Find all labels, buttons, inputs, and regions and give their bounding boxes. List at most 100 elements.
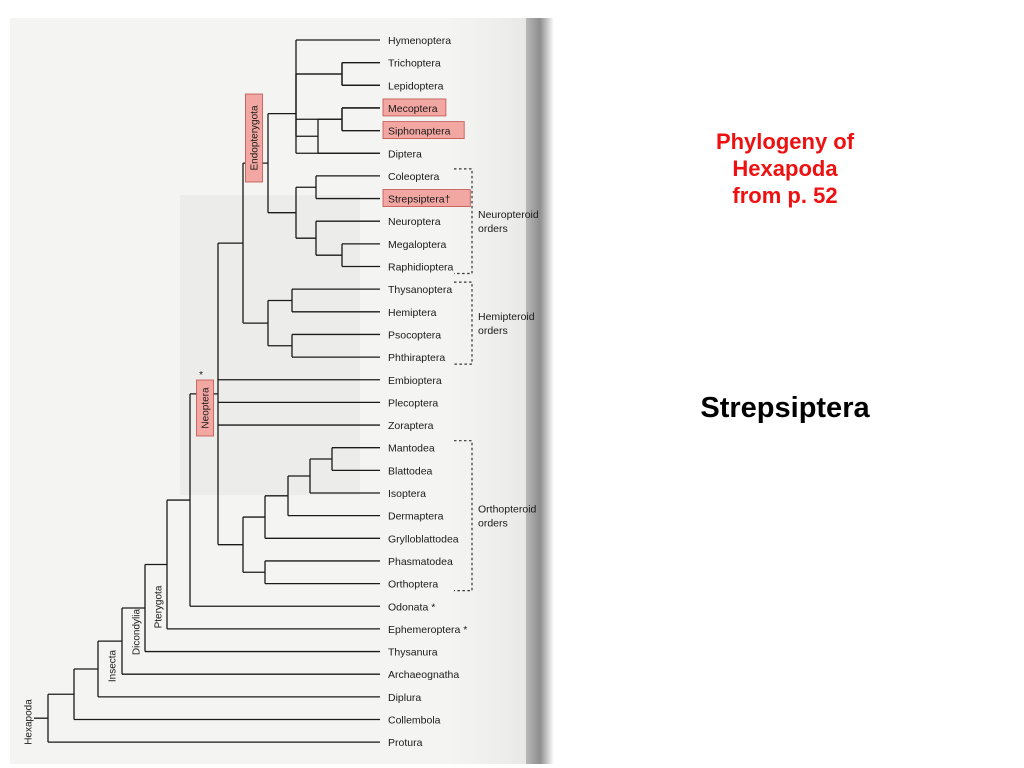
taxon-label: Blattodea	[388, 465, 433, 477]
clade-label: Dicondylia	[132, 608, 143, 655]
taxon-label: Grylloblattodea	[388, 533, 459, 545]
taxon-label: Phthiraptera	[388, 352, 445, 364]
taxon-label: Mecoptera	[382, 98, 447, 117]
group-label: Orthopteroid	[478, 504, 537, 516]
taxon-label: Thysanura	[388, 647, 438, 659]
taxon-name: Megaloptera	[388, 239, 447, 251]
taxon-name: Thysanura	[388, 647, 438, 659]
taxon-name: Orthoptera	[388, 579, 438, 591]
title-line: from p. 52	[732, 183, 838, 208]
title-line: Phylogeny of	[715, 129, 855, 154]
slide-title: Phylogeny of Hexapoda from p. 52	[640, 128, 930, 209]
clade-name: Insecta	[108, 649, 119, 682]
clade-name: Endopterygota	[250, 105, 261, 170]
clade-box	[245, 93, 263, 183]
taxon-label: Hymenoptera	[388, 35, 451, 47]
clade-mark: *	[199, 369, 203, 381]
page-bleed-shadow	[180, 195, 360, 495]
taxon-label: Isoptera	[388, 488, 426, 500]
page-shading	[400, 18, 538, 764]
taxon-label: Mantodea	[388, 443, 435, 455]
taxon-label: Orthoptera	[388, 579, 438, 591]
title-line: Hexapoda	[732, 156, 838, 181]
taxon-name: Hymenoptera	[388, 35, 451, 47]
clade-label: Endopterygota	[245, 93, 263, 183]
clade-name: Hexapoda	[24, 699, 35, 745]
clade-name: Pterygota	[154, 585, 165, 628]
taxon-name: Ephemeroptera *	[388, 624, 467, 636]
taxon-label: Trichoptera	[388, 58, 441, 70]
clade-label: Hexapoda	[24, 699, 35, 745]
highlight-box	[382, 189, 471, 207]
taxon-name: Protura	[388, 737, 423, 749]
taxon-name: Isoptera	[388, 488, 426, 500]
group-label: orders	[478, 518, 508, 530]
taxon-name: Coleoptera	[388, 171, 440, 183]
taxon-label: Thysanoptera	[388, 284, 452, 296]
page-binding-edge	[526, 18, 554, 764]
taxon-label: Siphonaptera	[382, 121, 465, 139]
taxon-name: Grylloblattodea	[388, 533, 459, 545]
taxon-name: Blattodea	[388, 465, 433, 477]
taxon-label: Coleoptera	[388, 171, 440, 183]
taxon-name: Hemiptera	[388, 307, 437, 319]
clade-name: Neoptera	[201, 387, 212, 429]
taxon-label: Psocoptera	[388, 329, 441, 341]
taxon-label: Lepidoptera	[388, 80, 444, 92]
taxon-label: Zoraptera	[388, 420, 434, 432]
taxon-name: Thysanoptera	[388, 284, 452, 296]
taxon-name: Mantodea	[388, 443, 435, 455]
taxon-label: Diplura	[388, 692, 421, 704]
group-label: Hemipteroid	[478, 311, 535, 323]
taxon-label: Embioptera	[388, 375, 442, 387]
clade-label: Insecta	[108, 649, 119, 682]
slide-subject: Strepsiptera	[700, 392, 870, 424]
group-label: orders	[478, 325, 508, 337]
taxon-name: Archaeognatha	[388, 669, 459, 681]
taxon-name: Neuroptera	[388, 216, 441, 228]
group-bracket	[454, 168, 473, 275]
taxon-name: Diptera	[388, 148, 422, 160]
taxon-label: Phasmatodea	[388, 556, 453, 568]
taxon-name: Strepsiptera†	[388, 194, 451, 206]
taxon-label: Hemiptera	[388, 307, 437, 319]
group-bracket	[454, 440, 473, 592]
taxon-label: Protura	[388, 737, 423, 749]
taxon-label: Archaeognatha	[388, 669, 459, 681]
clade-label: Pterygota	[154, 585, 165, 628]
clade-box	[196, 379, 214, 437]
group-label: Neuropteroid	[478, 209, 539, 221]
taxon-name: Embioptera	[388, 375, 442, 387]
highlight-box	[382, 121, 465, 139]
taxon-label: Plecoptera	[388, 397, 438, 409]
taxon-label: Ephemeroptera *	[388, 624, 467, 636]
taxon-name: Phasmatodea	[388, 556, 453, 568]
taxon-label: Neuroptera	[388, 216, 441, 228]
taxon-name: Odonata *	[388, 601, 435, 613]
taxon-name: Lepidoptera	[388, 80, 444, 92]
taxon-label: Diptera	[388, 148, 422, 160]
taxon-name: Psocoptera	[388, 329, 441, 341]
taxon-label: Odonata *	[388, 601, 435, 613]
taxon-labels: HymenopteraTrichopteraLepidopteraMecopte…	[24, 35, 539, 749]
taxon-name: Raphidioptera	[388, 262, 454, 274]
group-label: orders	[478, 223, 508, 235]
taxon-label: Strepsiptera†	[382, 189, 471, 207]
taxon-name: Zoraptera	[388, 420, 434, 432]
taxon-name: Mecoptera	[388, 103, 438, 115]
clade-name: Dicondylia	[132, 608, 143, 655]
taxon-name: Collembola	[388, 715, 441, 727]
taxon-name: Trichoptera	[388, 58, 441, 70]
taxon-name: Siphonaptera	[388, 126, 451, 138]
taxon-name: Phthiraptera	[388, 352, 445, 364]
taxon-label: Raphidioptera	[388, 262, 454, 274]
taxon-label: Megaloptera	[388, 239, 447, 251]
phylogenetic-tree	[34, 39, 380, 743]
taxon-name: Plecoptera	[388, 397, 438, 409]
taxon-label: Dermaptera	[388, 511, 444, 523]
taxon-label: Collembola	[388, 715, 441, 727]
taxon-name: Dermaptera	[388, 511, 444, 523]
highlight-box	[382, 98, 447, 117]
clade-label: Neoptera *	[196, 369, 214, 437]
